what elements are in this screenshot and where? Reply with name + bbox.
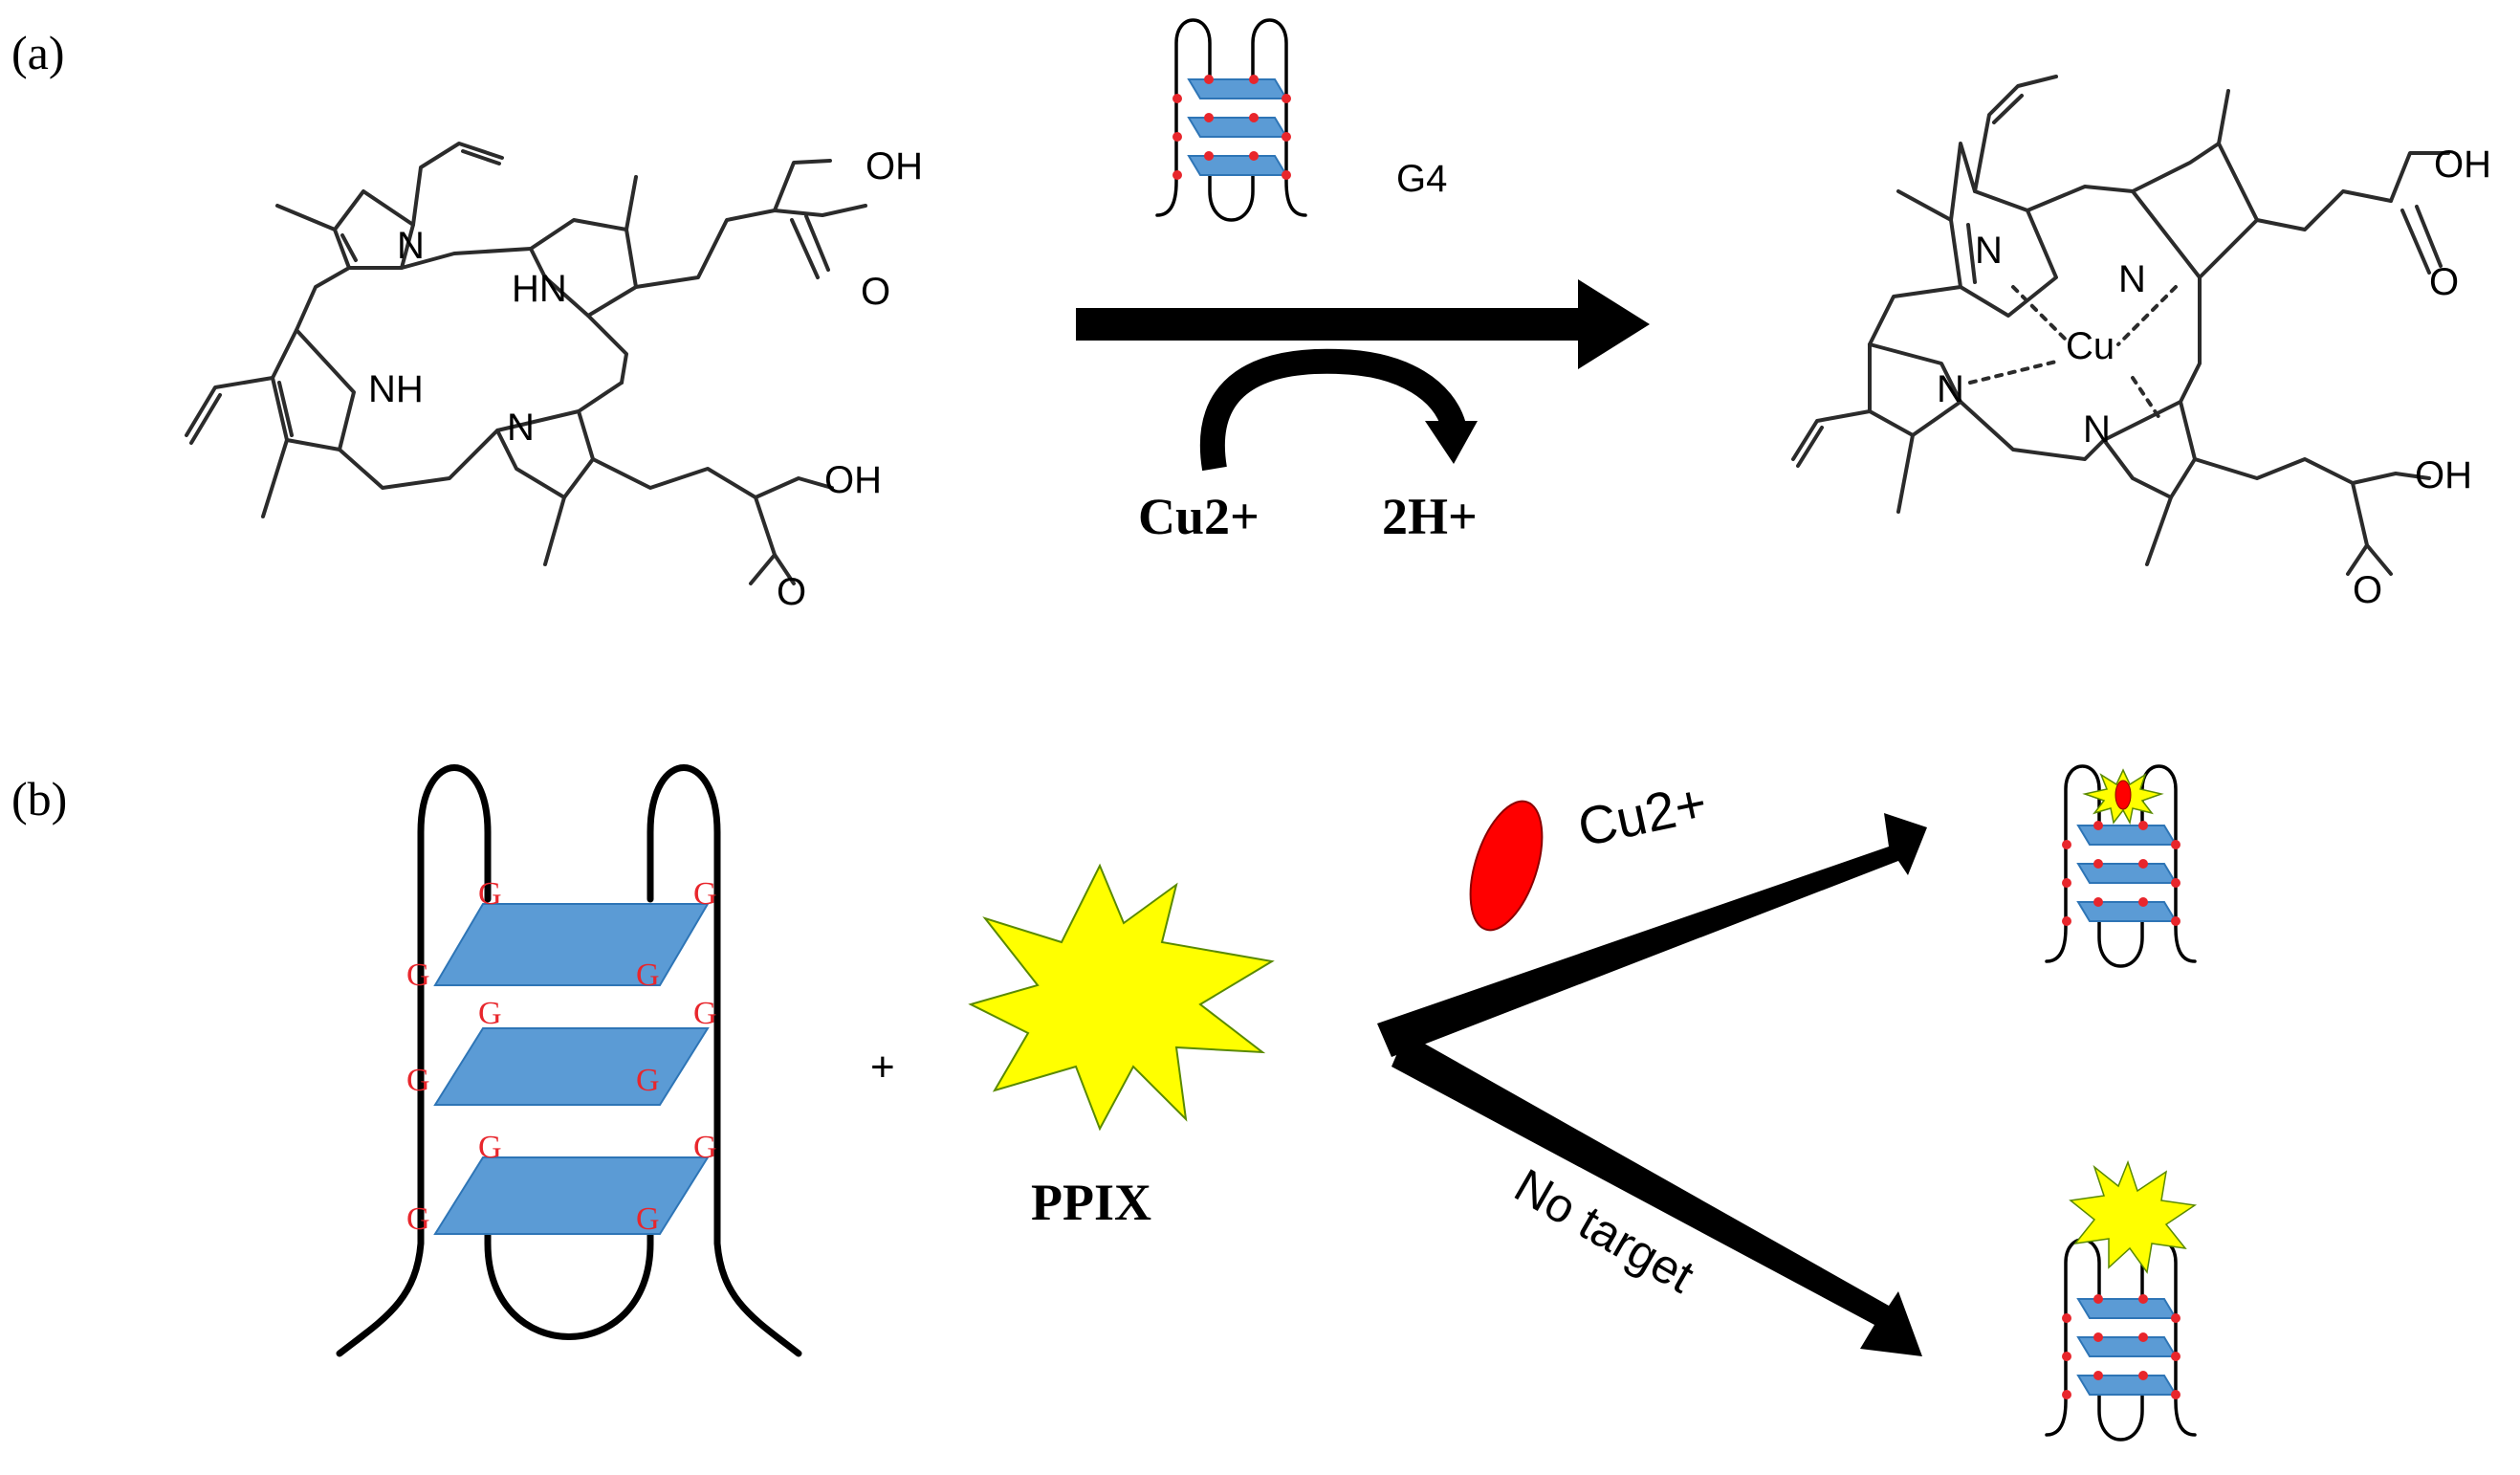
ppix-hn: HN (512, 268, 567, 310)
cu-o2: O (2353, 569, 2382, 611)
ppix-label: PPIX (1031, 1174, 1151, 1231)
cu-ppix-molecule: N N N N Cu OH O OH O (1791, 75, 2491, 611)
guanine-letter: G (693, 1130, 717, 1165)
ppix-n1: N (397, 225, 425, 267)
g-tetrad-2 (433, 1027, 710, 1106)
cu-atom: Cu (2066, 325, 2115, 367)
ppix-o2: O (777, 571, 806, 613)
guanine-letter: G (406, 1201, 430, 1237)
cu-oh2: OH (2415, 454, 2472, 496)
guanine-labels: G G G G G G G G G G G G (406, 876, 717, 1237)
g4-icon (1155, 18, 1307, 222)
guanine-letter: G (478, 1130, 502, 1165)
guanine-letter: G (693, 996, 717, 1031)
ppix-nh: NH (368, 368, 424, 410)
cu-n3: N (1937, 368, 1964, 410)
cu-n1: N (1975, 230, 2003, 272)
cu-ppix-bonds (1791, 75, 2450, 576)
plus-sign: + (870, 1044, 895, 1090)
ppix-n2: N (507, 407, 535, 449)
g-tetrad-1 (433, 903, 710, 986)
ppix-o1: O (861, 271, 890, 313)
cu-o1: O (2429, 261, 2459, 303)
g4-result-fluorescent (2045, 1159, 2198, 1442)
g4-quadruplex-large: G G G G G G G G G G G G (336, 764, 802, 1357)
curved-arrow (1199, 348, 1478, 472)
guanine-letter: G (406, 1063, 430, 1098)
h-product-label: 2H+ (1382, 488, 1478, 545)
g-tetrad-3 (433, 1156, 710, 1235)
cu-n4: N (2083, 408, 2111, 451)
ppix-star-icon (968, 863, 1275, 1132)
guanine-letter: G (636, 1063, 660, 1098)
branch-arrow-up (1377, 813, 1927, 1057)
guanine-letter: G (636, 958, 660, 993)
g4-result-quenched (2045, 764, 2197, 968)
branch-arrow-down (1391, 1033, 1922, 1356)
cu-reactant-label: Cu2+ (1138, 488, 1260, 545)
ppix-molecule: N HN NH N OH O OH O (185, 142, 923, 613)
reaction-arrow (1076, 279, 1650, 369)
panel-b-label: (b) (11, 772, 67, 826)
panel-a-label: (a) (11, 26, 65, 79)
ppix-bonds (185, 142, 867, 585)
guanine-letter: G (406, 958, 430, 993)
guanine-letter: G (693, 876, 717, 912)
cu-ion-icon (1469, 800, 1544, 932)
guanine-letter: G (478, 876, 502, 912)
guanine-letter: G (636, 1201, 660, 1237)
ppix-oh2: OH (824, 459, 882, 501)
guanine-letter: G (478, 996, 502, 1031)
g4-label: G4 (1396, 158, 1447, 200)
cu-oh1: OH (2434, 143, 2491, 186)
cu-ion-label: Cu2+ (1572, 772, 1712, 858)
cu-n2: N (2118, 258, 2146, 300)
ppix-oh1: OH (866, 145, 923, 187)
